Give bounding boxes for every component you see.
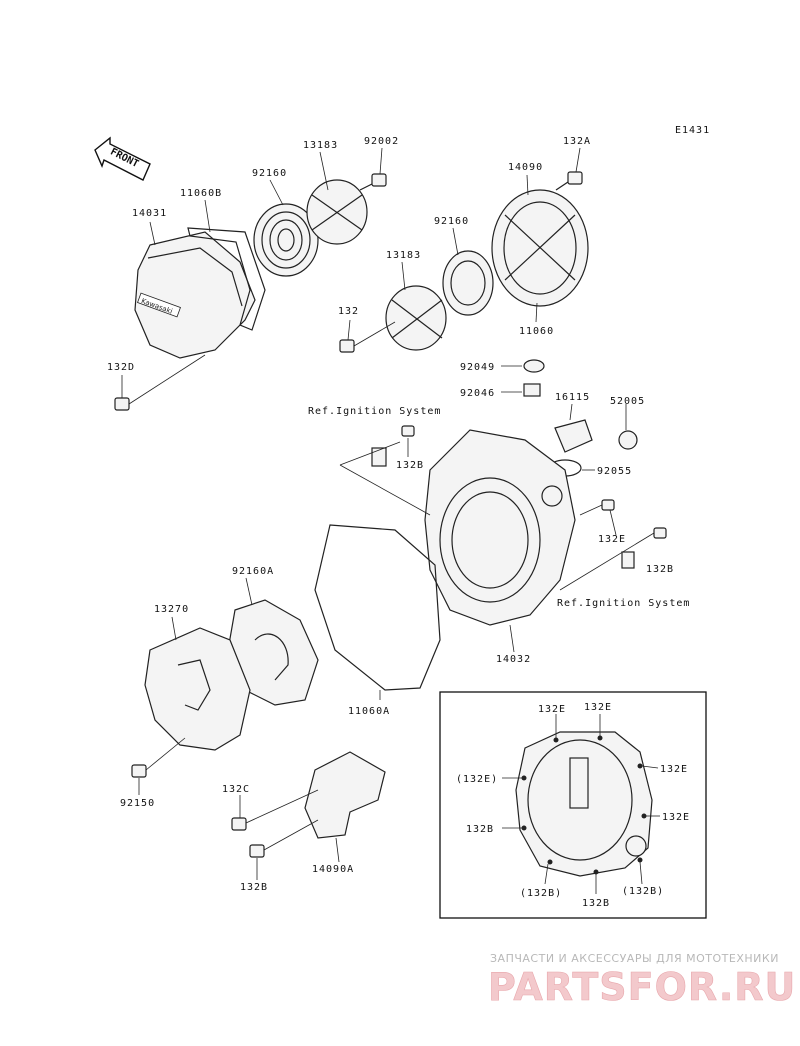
bolt-132B-c	[249, 844, 265, 858]
leader-lines	[121, 147, 627, 880]
bolt-132C	[231, 817, 247, 831]
plate-13183-top	[306, 179, 368, 245]
bracket-14090A	[304, 751, 386, 839]
watermark: ЗАПЧАСТИ И АКСЕССУАРЫ ДЛЯ МОТОТЕХНИКИ PA…	[488, 952, 796, 1009]
ref-leader-1	[339, 464, 431, 516]
label-132A: 132A	[563, 136, 591, 147]
bracket-right	[621, 551, 635, 569]
label-92055: 92055	[597, 466, 632, 477]
bolt-132B-b	[653, 527, 667, 539]
label-132: 132	[338, 306, 359, 317]
ref-ignition-label-2: Ref.Ignition System	[557, 598, 690, 609]
label-92160-mid: 92160	[434, 216, 469, 227]
part-52005	[618, 430, 638, 450]
label-52005: 52005	[610, 396, 645, 407]
gasket-11060A	[314, 524, 441, 691]
bolt-132A	[555, 171, 583, 191]
inset-bolt-location-view: 132E 132E (132E) 132E 132B 132E (132B) 1…	[439, 691, 707, 919]
label-132B-c: 132B	[240, 882, 268, 893]
bolt-132	[339, 321, 396, 353]
watermark-logo: PARTSFOR.RU	[488, 965, 796, 1009]
bolt-92150	[131, 737, 186, 778]
seal-92049	[523, 359, 545, 373]
label-14032: 14032	[496, 654, 531, 665]
bolt-132B-a	[401, 425, 415, 437]
label-13183-mid: 13183	[386, 250, 421, 261]
front-arrow-icon: FRONT	[94, 136, 151, 181]
cap-16115	[554, 419, 593, 453]
label-92002: 92002	[364, 136, 399, 147]
bolt-132E-a	[601, 499, 615, 511]
label-14090A: 14090A	[312, 864, 354, 875]
label-132E-a: 132E	[598, 534, 626, 545]
inset-label-8: 132B	[582, 898, 610, 909]
label-92046: 92046	[460, 388, 495, 399]
inset-label-3: (132E)	[456, 774, 498, 785]
label-13270: 13270	[154, 604, 189, 615]
inset-label-7: (132B)	[520, 888, 562, 899]
label-14031: 14031	[132, 208, 167, 219]
inset-label-6: 132E	[662, 812, 690, 823]
label-92150: 92150	[120, 798, 155, 809]
label-132D: 132D	[107, 362, 135, 373]
plate-13183-mid	[385, 285, 447, 351]
grille-92160-mid	[442, 250, 494, 316]
inset-label-1: 132E	[538, 704, 566, 715]
grille-92160A	[227, 599, 319, 706]
label-92160A: 92160A	[232, 566, 274, 577]
label-13183-top: 13183	[303, 140, 338, 151]
label-92160-top: 92160	[252, 168, 287, 179]
generator-cover-14031: Kawasaki	[134, 231, 256, 359]
diagram-code: E1431	[675, 125, 710, 136]
bracket-ref-ignition	[371, 447, 387, 467]
label-11060A: 11060A	[348, 706, 390, 717]
label-14090: 14090	[508, 162, 543, 173]
label-16115: 16115	[555, 392, 590, 403]
inset-label-5: 132B	[466, 824, 494, 835]
inset-label-4: 132E	[660, 764, 688, 775]
label-11060B: 11060B	[180, 188, 222, 199]
fan-housing-14090	[491, 189, 589, 307]
bushing-92046	[523, 383, 541, 397]
inset-label-2: 132E	[584, 702, 612, 713]
shield-13270	[144, 627, 251, 751]
grille-92160-top	[253, 203, 319, 277]
label-11060: 11060	[519, 326, 554, 337]
label-132C: 132C	[222, 784, 250, 795]
ref-ignition-label-1: Ref.Ignition System	[308, 406, 441, 417]
inset-label-9: (132B)	[622, 886, 664, 897]
label-132B-a: 132B	[396, 460, 424, 471]
label-92049: 92049	[460, 362, 495, 373]
ref-leader-2	[339, 441, 401, 466]
gasket-11060B	[187, 227, 266, 331]
bolt-92002	[359, 173, 387, 191]
main-cover-14032	[424, 429, 576, 626]
watermark-tagline: ЗАПЧАСТИ И АКСЕССУАРЫ ДЛЯ МОТОТЕХНИКИ	[490, 952, 779, 965]
label-132B-b: 132B	[646, 564, 674, 575]
